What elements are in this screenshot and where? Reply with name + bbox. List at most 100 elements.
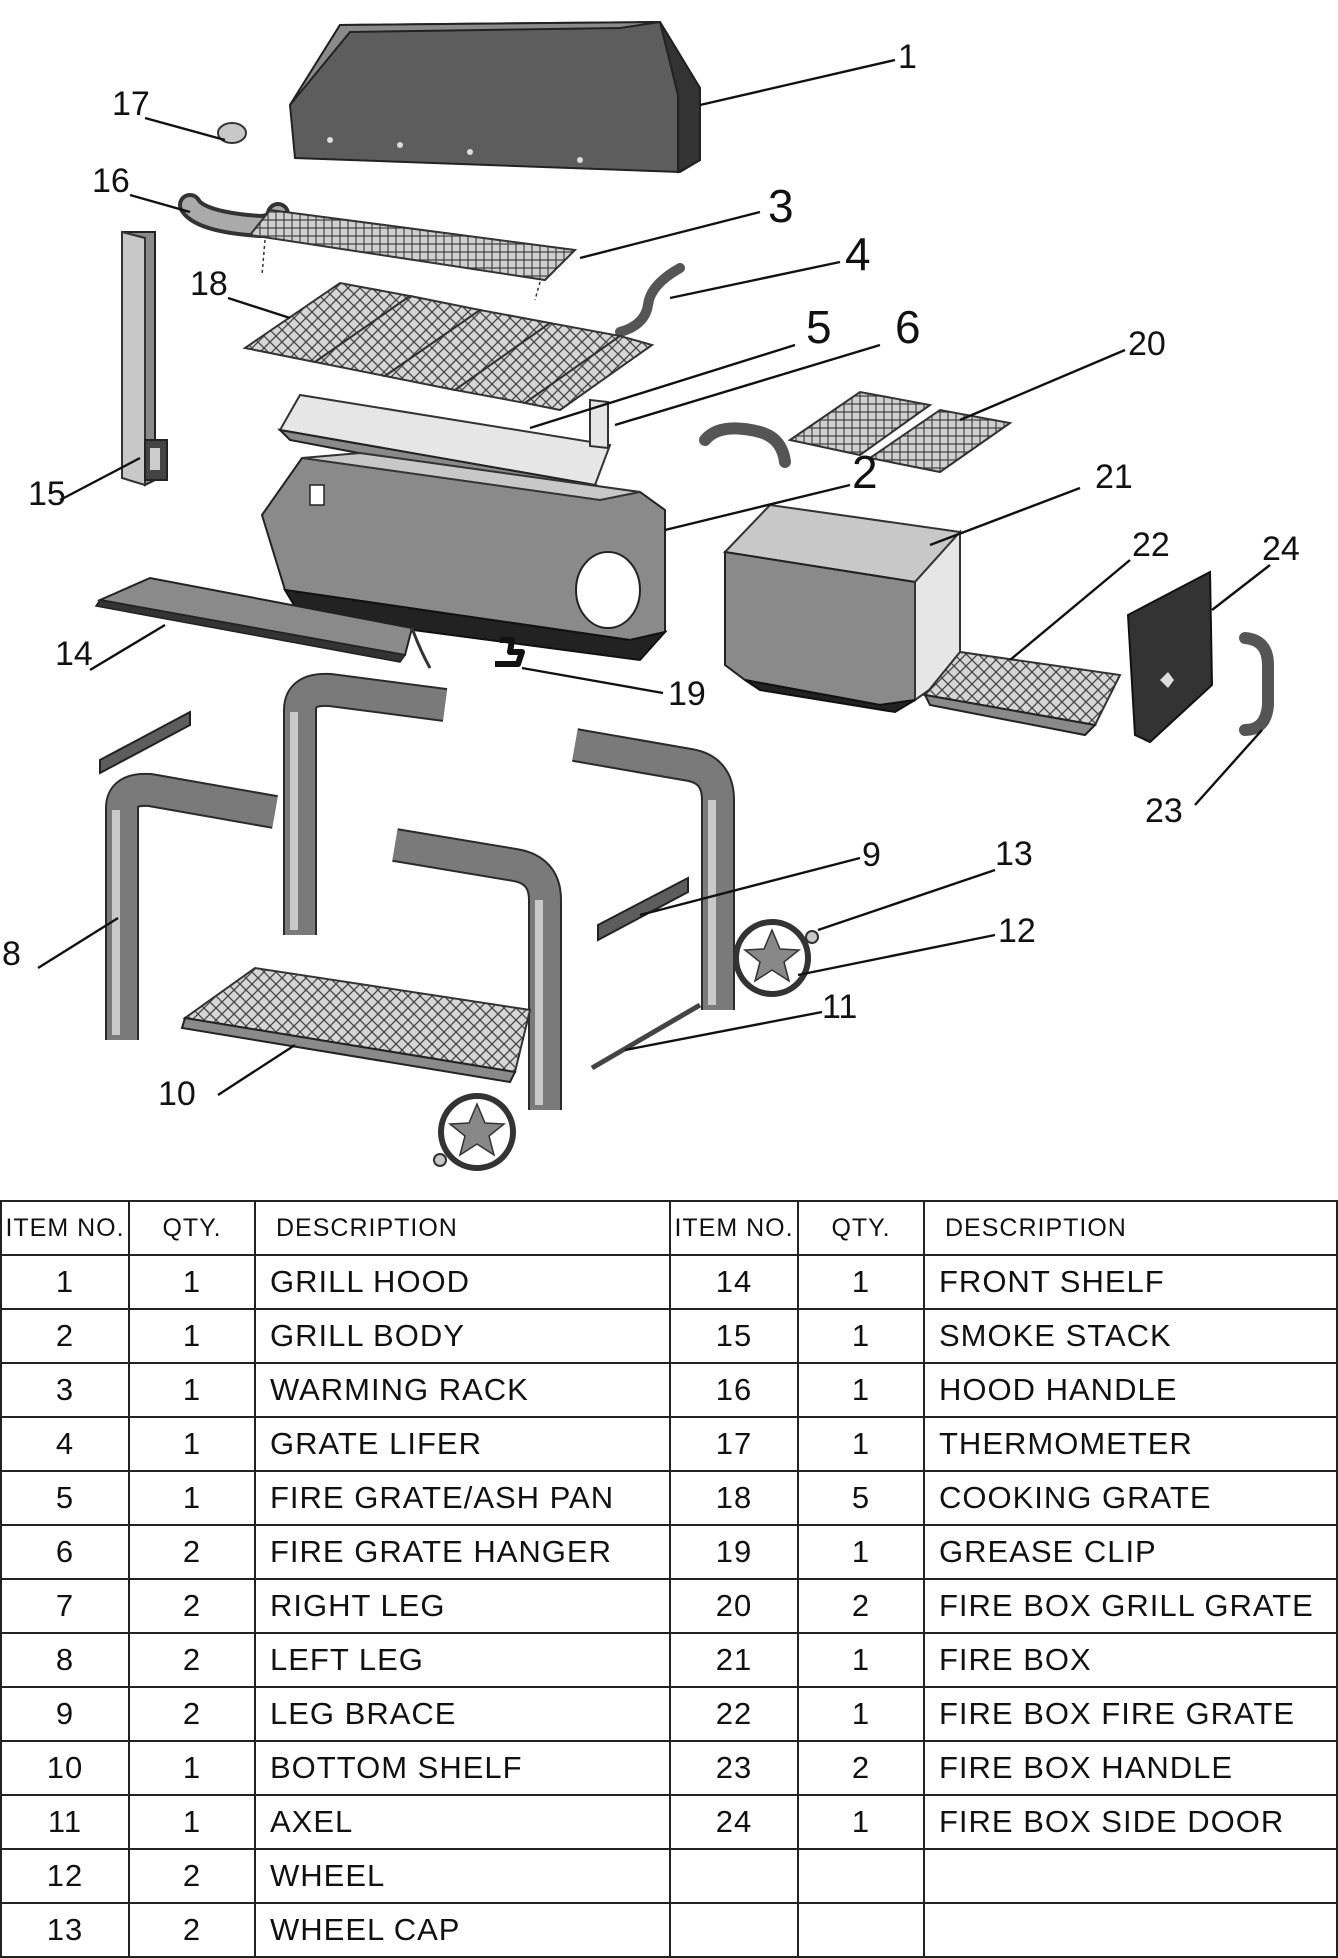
item-no-cell: 22: [669, 1686, 799, 1742]
callout-3: 3: [768, 180, 794, 232]
leader-lines: [37, 58, 1271, 1097]
empty-cell: [923, 1848, 1338, 1904]
description-cell: AXEL: [254, 1794, 671, 1850]
qty-cell: 2: [128, 1632, 256, 1688]
callout-16: 16: [92, 162, 130, 200]
qty-cell: 2: [797, 1740, 925, 1796]
axel-part: [590, 1002, 702, 1071]
table-row: 3 1 WARMING RACK 16 1 HOOD HANDLE: [0, 1362, 1338, 1418]
callout-12: 12: [998, 912, 1036, 950]
qty-cell: 2: [128, 1848, 256, 1904]
callout-13: 13: [995, 835, 1033, 873]
item-no-cell: 9: [0, 1686, 130, 1742]
item-no-cell: 23: [669, 1740, 799, 1796]
front-shelf-part: [94, 576, 432, 669]
legs-part: [105, 672, 735, 1110]
description-cell: FIRE GRATE HANGER: [254, 1524, 671, 1580]
item-no-cell: 13: [0, 1902, 130, 1958]
qty-cell: 1: [797, 1632, 925, 1688]
item-no-cell: 6: [0, 1524, 130, 1580]
header-description-left: DESCRIPTION: [254, 1200, 671, 1256]
qty-cell: 2: [797, 1578, 925, 1634]
description-cell: GRATE LIFER: [254, 1416, 671, 1472]
leg-brace-right-part: [597, 876, 689, 942]
qty-cell: 2: [128, 1686, 256, 1742]
callout-21: 21: [1095, 458, 1133, 496]
qty-cell: 1: [797, 1416, 925, 1472]
description-cell: THERMOMETER: [923, 1416, 1338, 1472]
cooking-grates-part: [242, 281, 655, 412]
item-no-cell: 14: [669, 1254, 799, 1310]
qty-cell: 2: [128, 1578, 256, 1634]
wheel-right-part: [733, 919, 811, 997]
grease-clip-part: [495, 637, 525, 667]
smoke-stack-part: [121, 230, 168, 487]
table-header-row: ITEM NO. QTY. DESCRIPTION ITEM NO. QTY. …: [0, 1200, 1338, 1256]
description-cell: FIRE BOX: [923, 1632, 1338, 1688]
table-row: 8 2 LEFT LEG 21 1 FIRE BOX: [0, 1632, 1338, 1688]
fire-grate-hanger-part: [589, 398, 609, 450]
callout-8: 8: [2, 935, 21, 973]
parts-list-table: ITEM NO. QTY. DESCRIPTION ITEM NO. QTY. …: [0, 1200, 1338, 1958]
item-no-cell: 17: [669, 1416, 799, 1472]
qty-cell: 1: [128, 1740, 256, 1796]
qty-cell: 1: [797, 1362, 925, 1418]
item-no-cell: 24: [669, 1794, 799, 1850]
item-no-cell: 21: [669, 1632, 799, 1688]
table-row: 6 2 FIRE GRATE HANGER 19 1 GREASE CLIP: [0, 1524, 1338, 1580]
grill-hood-part: [288, 20, 701, 174]
callout-2: 2: [852, 446, 878, 498]
description-cell: WHEEL CAP: [254, 1902, 671, 1958]
empty-cell: [797, 1848, 925, 1904]
description-cell: WHEEL: [254, 1848, 671, 1904]
description-cell: LEG BRACE: [254, 1686, 671, 1742]
description-cell: BOTTOM SHELF: [254, 1740, 671, 1796]
grill-body-part: [260, 451, 668, 662]
qty-cell: 1: [128, 1362, 256, 1418]
leg-brace-left-part: [99, 710, 191, 775]
callout-15: 15: [28, 475, 66, 513]
item-no-cell: 20: [669, 1578, 799, 1634]
wheel-left-part: [438, 1093, 516, 1171]
qty-cell: 1: [797, 1524, 925, 1580]
callout-22: 22: [1132, 526, 1170, 564]
table-row: 2 1 GRILL BODY 15 1 SMOKE STACK: [0, 1308, 1338, 1364]
description-cell: WARMING RACK: [254, 1362, 671, 1418]
description-cell: GREASE CLIP: [923, 1524, 1338, 1580]
callout-11: 11: [822, 988, 857, 1026]
item-no-cell: 4: [0, 1416, 130, 1472]
firebox-grill-grates-part: [787, 390, 1013, 474]
item-no-cell: 2: [0, 1308, 130, 1364]
item-no-cell: 10: [0, 1740, 130, 1796]
callout-9: 9: [862, 836, 881, 874]
callout-17: 17: [112, 85, 150, 123]
description-cell: LEFT LEG: [254, 1632, 671, 1688]
callout-18: 18: [190, 265, 228, 303]
qty-cell: 1: [128, 1794, 256, 1850]
callout-4: 4: [845, 228, 871, 280]
description-cell: GRILL BODY: [254, 1308, 671, 1364]
item-no-cell: 16: [669, 1362, 799, 1418]
header-description-right: DESCRIPTION: [923, 1200, 1338, 1256]
table-row: 11 1 AXEL 24 1 FIRE BOX SIDE DOOR: [0, 1794, 1338, 1850]
description-cell: FRONT SHELF: [923, 1254, 1338, 1310]
callout-5: 5: [806, 301, 832, 353]
warming-rack-part: [248, 208, 578, 301]
empty-cell: [797, 1902, 925, 1958]
qty-cell: 1: [797, 1686, 925, 1742]
callout-20: 20: [1128, 325, 1166, 363]
description-cell: FIRE BOX GRILL GRATE: [923, 1578, 1338, 1634]
description-cell: FIRE GRATE/ASH PAN: [254, 1470, 671, 1526]
item-no-cell: 12: [0, 1848, 130, 1904]
grate-lifter-part: [615, 263, 685, 337]
table-row: 9 2 LEG BRACE 22 1 FIRE BOX FIRE GRATE: [0, 1686, 1338, 1742]
qty-cell: 1: [128, 1416, 256, 1472]
firebox-handle-part: [1239, 632, 1274, 736]
table-row: 12 2 WHEEL: [0, 1848, 1338, 1904]
qty-cell: 1: [797, 1794, 925, 1850]
item-no-cell: 18: [669, 1470, 799, 1526]
callout-1: 1: [898, 38, 917, 76]
table-row: 13 2 WHEEL CAP: [0, 1902, 1338, 1958]
item-no-cell: 15: [669, 1308, 799, 1364]
header-item-no-left: ITEM NO.: [0, 1200, 130, 1256]
